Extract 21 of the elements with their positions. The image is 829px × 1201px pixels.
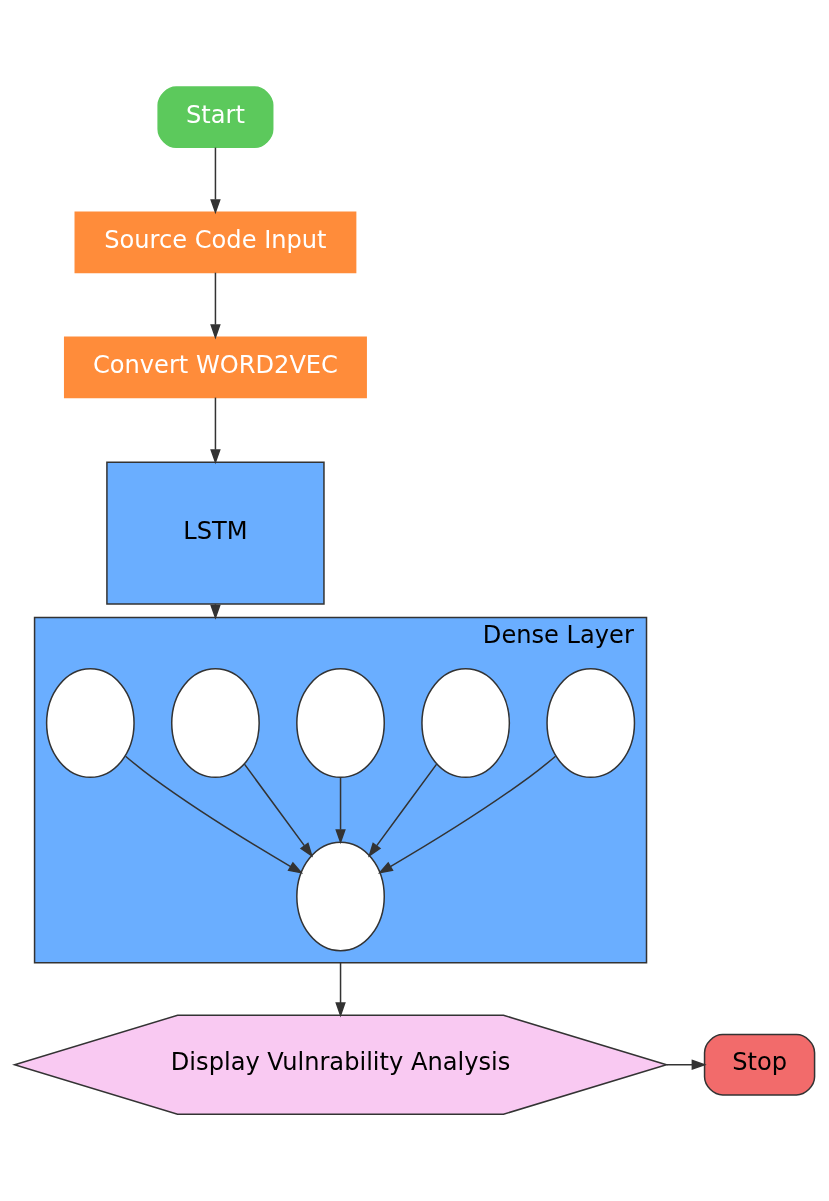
cluster	[33, 616, 648, 964]
node-box: Stop	[703, 1033, 816, 1096]
node-circle	[170, 668, 260, 779]
arrow	[210, 146, 221, 215]
node-circle	[546, 668, 636, 779]
arrow	[368, 763, 438, 858]
node-circle	[421, 668, 511, 779]
node-label: Dense Layer	[482, 620, 634, 649]
arrow	[124, 755, 304, 874]
arrow	[210, 271, 221, 340]
arrow	[335, 962, 346, 1018]
node-circle	[45, 668, 135, 779]
arrow	[210, 396, 221, 465]
node-circle	[296, 668, 385, 779]
arrow	[243, 763, 314, 858]
node-box: Source Code Input	[74, 211, 357, 274]
arrow	[665, 1059, 707, 1071]
node-box: Start	[157, 86, 274, 149]
node-box: Convert WORD2VEC	[63, 336, 367, 399]
arrow	[335, 776, 346, 845]
arrow	[377, 755, 557, 874]
